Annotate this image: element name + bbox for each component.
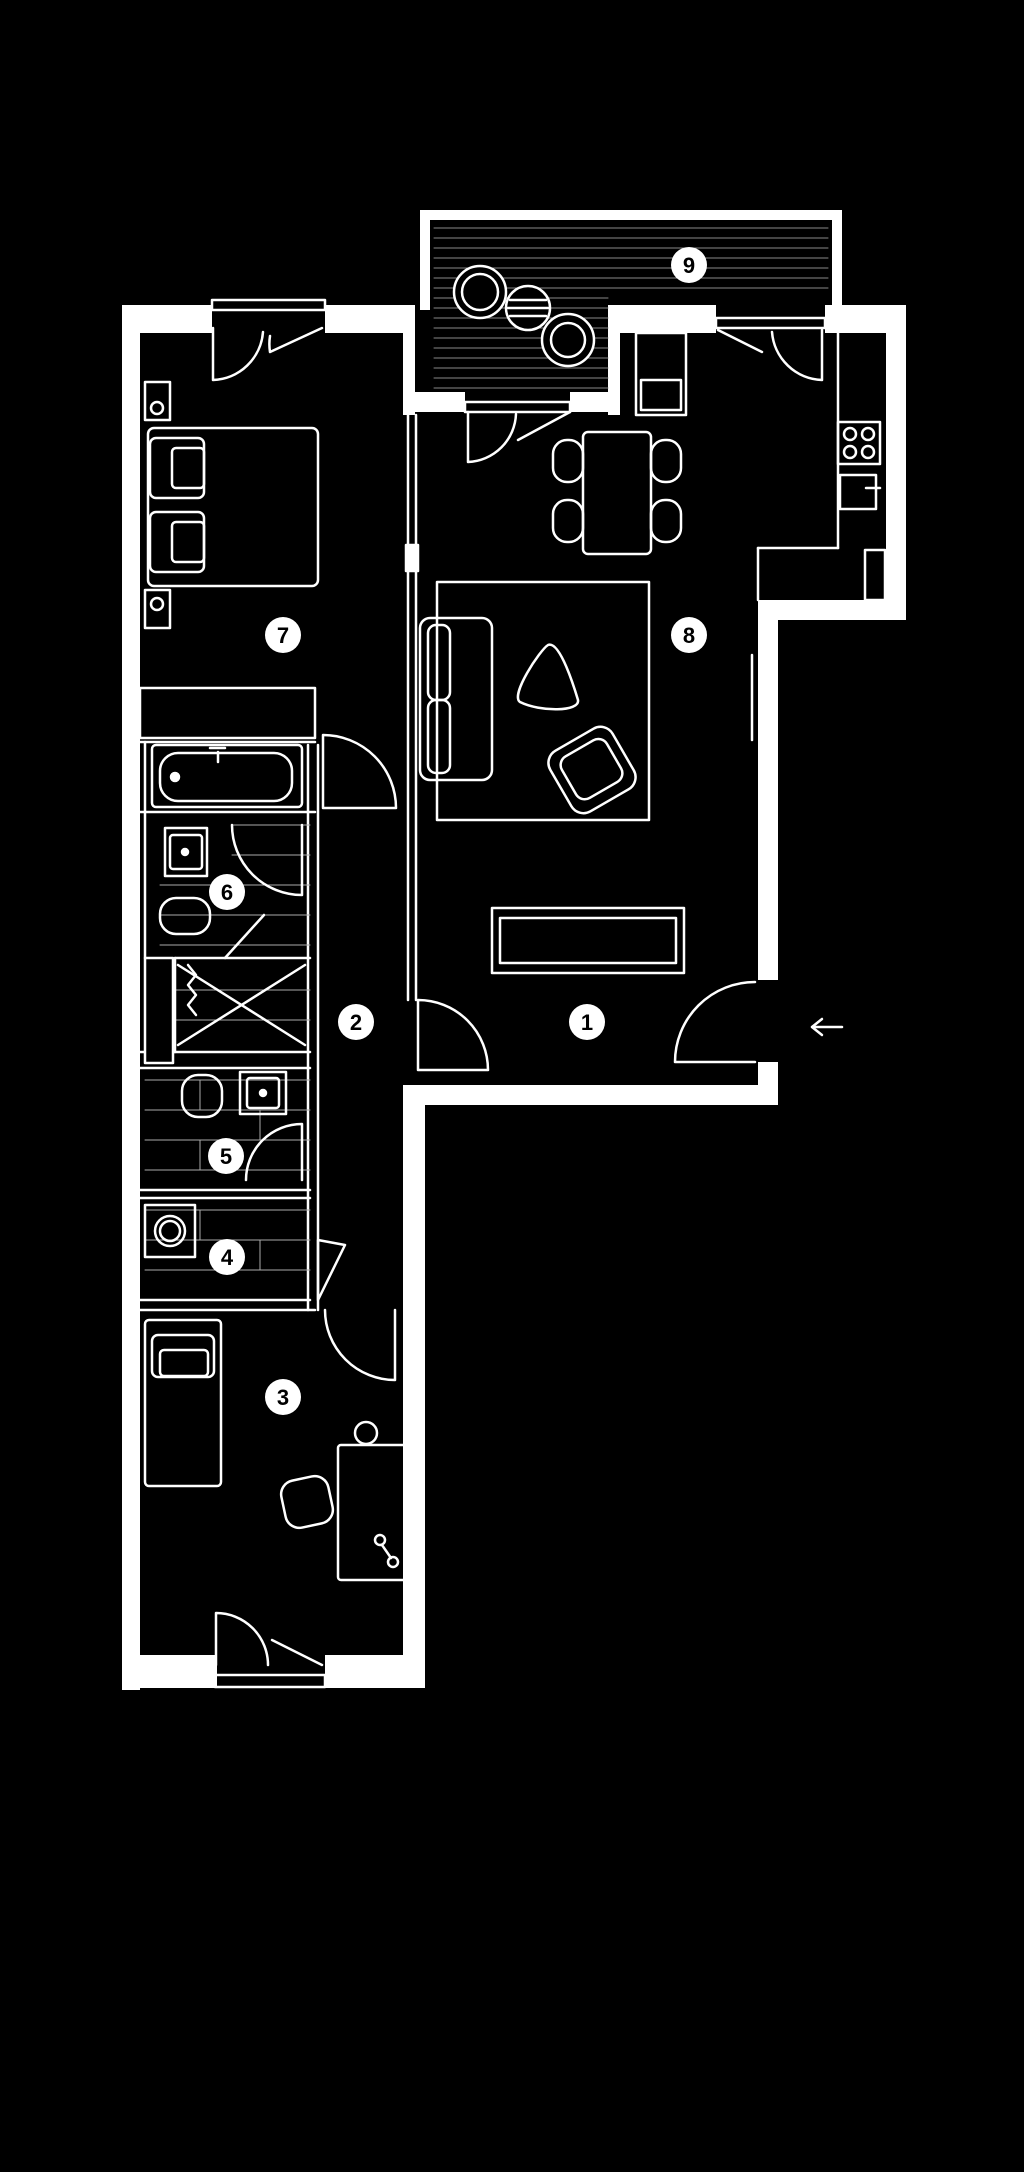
exterior-walls <box>122 210 906 1690</box>
svg-text:6: 6 <box>221 880 233 905</box>
room-label-3: 3 <box>265 1379 301 1415</box>
svg-text:4: 4 <box>221 1245 234 1270</box>
room-label-5: 5 <box>208 1138 244 1174</box>
svg-text:9: 9 <box>683 253 695 278</box>
furniture <box>143 331 887 1582</box>
room-label-9: 9 <box>671 247 707 283</box>
room-label-7: 7 <box>265 617 301 653</box>
doors <box>210 298 827 1689</box>
interior-walls <box>138 331 840 1657</box>
room-label-1: 1 <box>569 1004 605 1040</box>
room-label-8: 8 <box>671 617 707 653</box>
svg-text:1: 1 <box>581 1010 593 1035</box>
svg-text:5: 5 <box>220 1144 232 1169</box>
room-label-2: 2 <box>338 1004 374 1040</box>
svg-text:2: 2 <box>350 1010 362 1035</box>
room-label-6: 6 <box>209 874 245 910</box>
svg-text:8: 8 <box>683 623 695 648</box>
room-label-4: 4 <box>209 1239 245 1275</box>
balcony-furniture <box>452 264 596 368</box>
arrow-left-icon <box>810 1017 844 1037</box>
tile-pattern <box>144 824 311 1271</box>
svg-text:7: 7 <box>277 623 289 648</box>
svg-text:3: 3 <box>277 1385 289 1410</box>
